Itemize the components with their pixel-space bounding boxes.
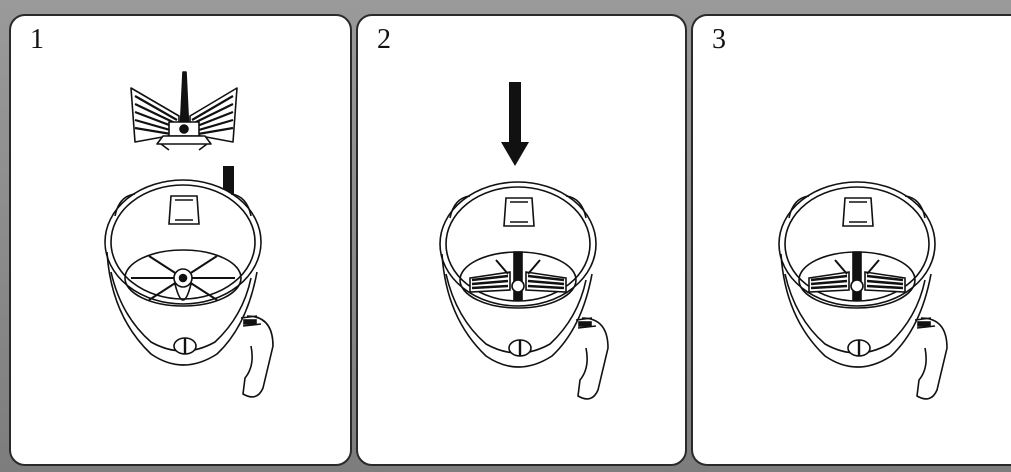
step-1-illustration: [104, 71, 274, 398]
mixing-bowl-icon: [439, 181, 609, 400]
step-panel-2: 2: [356, 14, 687, 466]
whisk-attachment-icon: [130, 71, 238, 151]
step-number: 1: [30, 24, 44, 55]
step-number: 2: [377, 24, 391, 55]
step-panel-3: 3: [691, 14, 1011, 466]
whisk-attachment-icon: [469, 251, 567, 301]
step-2-illustration: [439, 82, 609, 400]
mixing-bowl-icon: [104, 179, 274, 398]
step-panel-1: 1: [9, 14, 352, 466]
mixing-bowl-icon: [778, 181, 948, 400]
down-arrow-icon: [501, 82, 529, 166]
step-number: 3: [712, 24, 726, 55]
step-3-illustration: [778, 181, 948, 400]
whisk-attachment-icon: [808, 251, 906, 301]
